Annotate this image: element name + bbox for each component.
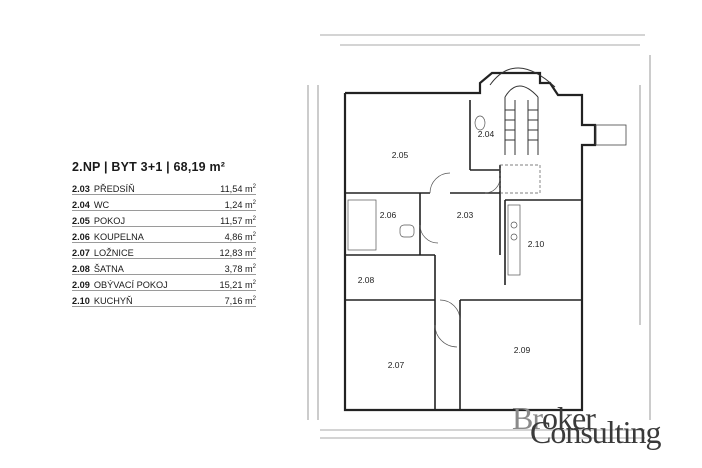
apartment-title: 2.NP | BYT 3+1 | 68,19 m² (72, 160, 226, 174)
dimension-lines (307, 34, 651, 439)
room-label-2-08: 2.08 (358, 275, 375, 285)
broker-consulting-logo: Broker Consulting (512, 400, 661, 450)
room-label-2-05: 2.05 (392, 150, 409, 160)
floor-plan: 2.04 2.05 2.06 2.03 2.10 2.08 2.09 2.07 (307, 34, 651, 439)
interior-walls (345, 100, 582, 410)
room-label-2-10: 2.10 (528, 239, 545, 249)
staircase (489, 67, 556, 155)
room-label-2-06: 2.06 (380, 210, 397, 220)
room-label-2-09: 2.09 (514, 345, 531, 355)
room-labels: 2.04 2.05 2.06 2.03 2.10 2.08 2.09 2.07 (358, 129, 545, 370)
room-label-2-03: 2.03 (457, 210, 474, 220)
room-label-2-07: 2.07 (388, 360, 405, 370)
logo-line-2: Consulting (530, 414, 661, 450)
balcony (595, 124, 627, 146)
logo-line-1: Broker (512, 400, 596, 436)
fixtures (347, 115, 541, 276)
room-label-2-04: 2.04 (478, 129, 495, 139)
outer-walls (343, 71, 597, 412)
